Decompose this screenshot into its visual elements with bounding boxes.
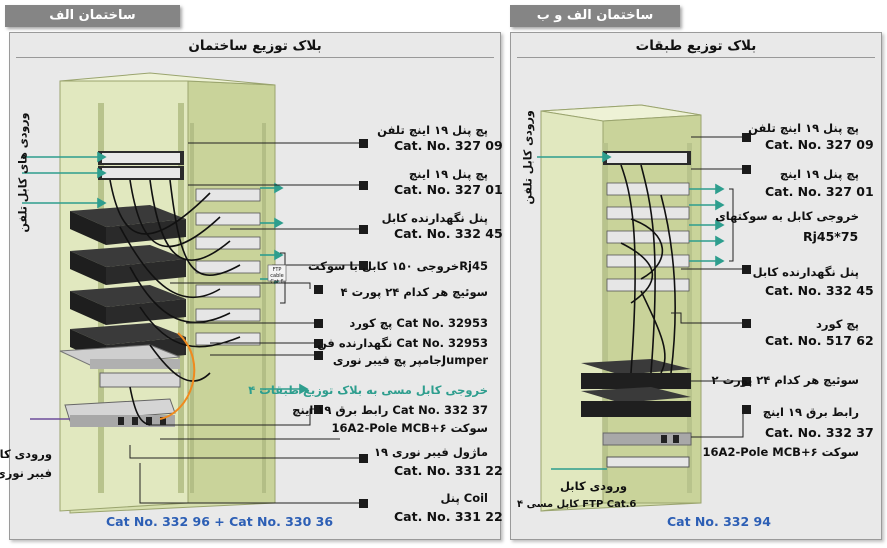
label-phone-patch-panel: پچ پنل ۱۹ اینچ تلفن xyxy=(377,123,488,137)
callout-marker xyxy=(314,339,323,348)
label-switches: ۲ سوئیچ هر کدام ۲۴ پورت xyxy=(711,373,859,387)
label-fan-holder: نگهدارنده فن Cat No. 32953 xyxy=(316,336,488,350)
building-distribution-panel: بلاک توزیع ساختمان xyxy=(0,32,503,540)
label-cable-manager: پنل نگهدارنده کابل xyxy=(752,265,859,279)
rack-illustration-right xyxy=(537,104,747,512)
panel-title: بلاک توزیع ساختمان xyxy=(16,35,494,58)
callout-marker xyxy=(314,285,323,294)
incoming-cable-label: ورودی کابل xyxy=(560,479,627,493)
incoming-cable-count: ۴ کابل مسی FTP Cat.6 xyxy=(517,499,637,510)
callout-marker xyxy=(742,133,751,142)
label-cable-outputs: خروجی کابل به سوکتهای xyxy=(715,209,859,223)
cat-fiber-modules: Cat. No. 331 22 xyxy=(394,463,503,478)
incoming-fiber-count: ۱۲ فیبر نوری xyxy=(0,466,52,480)
label-cable-outputs: خروجی ۱۵۰ کابل با سوکتRj45 xyxy=(307,259,488,273)
callout-marker xyxy=(742,405,751,414)
cat-power-strip: Cat. No. 332 37 xyxy=(765,425,874,440)
callout-marker xyxy=(359,225,368,234)
label-power-strip: رابط برق ۱۹ اینچ Cat No. 332 37 xyxy=(292,403,488,417)
callout-marker xyxy=(314,351,323,360)
label-copper-outputs: ۴ خروجی کابل مسی به بلاک توزیع طبقات xyxy=(248,383,488,397)
cat-coil-panel: Cat. No. 331 22 xyxy=(394,509,503,524)
tab-building-a[interactable]: ساختمان الف xyxy=(5,5,180,27)
callout-marker xyxy=(742,265,751,274)
callout-marker xyxy=(359,499,368,508)
label-phone-patch-panel: پچ پنل ۱۹ اینچ تلفن xyxy=(748,121,859,135)
right-footer-cat: Cat No. 332 94 xyxy=(667,514,771,529)
ftp-cable-tag: FTP cable Cat.6 xyxy=(270,267,284,285)
cat-phone-patch-panel: Cat. No. 327 09 xyxy=(765,137,874,152)
label-power-strip: رابط برق ۱۹ اینچ xyxy=(762,405,859,419)
floor-distribution-panel: بلاک توزیع طبقات xyxy=(510,32,882,540)
callout-marker xyxy=(314,319,323,328)
cat-cable-manager: Cat. No. 332 45 xyxy=(765,283,874,298)
label-fiber-jumper: جامپر پچ فیبر نوریJumper xyxy=(332,353,488,367)
label-patch-panel: پچ پنل ۱۹ اینچ xyxy=(779,167,859,181)
cat-cable-outputs: Rj45*75 xyxy=(803,229,859,244)
label-switches: ۴ سوئیچ هر کدام ۲۴ پورت xyxy=(340,285,488,299)
incoming-fiber-label: ورودی کابل xyxy=(0,447,52,461)
callout-marker xyxy=(742,377,751,386)
callout-marker xyxy=(359,261,368,270)
incoming-phone-label: ورودی کابل تلفن xyxy=(521,110,535,205)
callout-marker xyxy=(359,139,368,148)
tab-building-a-b[interactable]: ساختمان الف و ب xyxy=(510,5,680,27)
label-patch-panel: پچ پنل ۱۹ اینچ xyxy=(408,167,488,181)
label-coil-panel: پنل Coil xyxy=(440,491,488,505)
cat-phone-patch-panel: Cat. No. 327 09 xyxy=(394,138,503,153)
left-footer-cat: Cat No. 332 96 + Cat No. 330 36 xyxy=(106,514,334,529)
label-patch-cord: پچ کورد xyxy=(815,317,859,331)
callout-marker xyxy=(359,181,368,190)
label-mcb: 16A2-Pole MCB+۶ سوکت xyxy=(702,445,859,459)
callout-marker xyxy=(359,454,368,463)
label-fiber-modules: ۱۹ ماژول فیبر نوری xyxy=(374,445,488,459)
callout-marker xyxy=(742,319,751,328)
panel-title: بلاک توزیع طبقات xyxy=(517,35,875,58)
cat-cable-manager: Cat. No. 332 45 xyxy=(394,226,503,241)
cat-patch-panel: Cat. No. 327 01 xyxy=(394,182,503,197)
callout-marker xyxy=(742,165,751,174)
rack-illustration-left xyxy=(22,72,360,514)
cat-patch-cord: Cat. No. 517 62 xyxy=(765,333,874,348)
label-mcb: 16A2-Pole MCB+۶ سوکت xyxy=(331,421,488,435)
label-patch-cord: پچ کورد Cat No. 32953 xyxy=(349,316,488,330)
cat-patch-panel: Cat. No. 327 01 xyxy=(765,184,874,199)
callout-marker xyxy=(314,405,323,414)
label-cable-manager: پنل نگهدارنده کابل xyxy=(381,211,488,225)
incoming-phone-label: ورودی های کابل تلفن xyxy=(16,112,30,233)
